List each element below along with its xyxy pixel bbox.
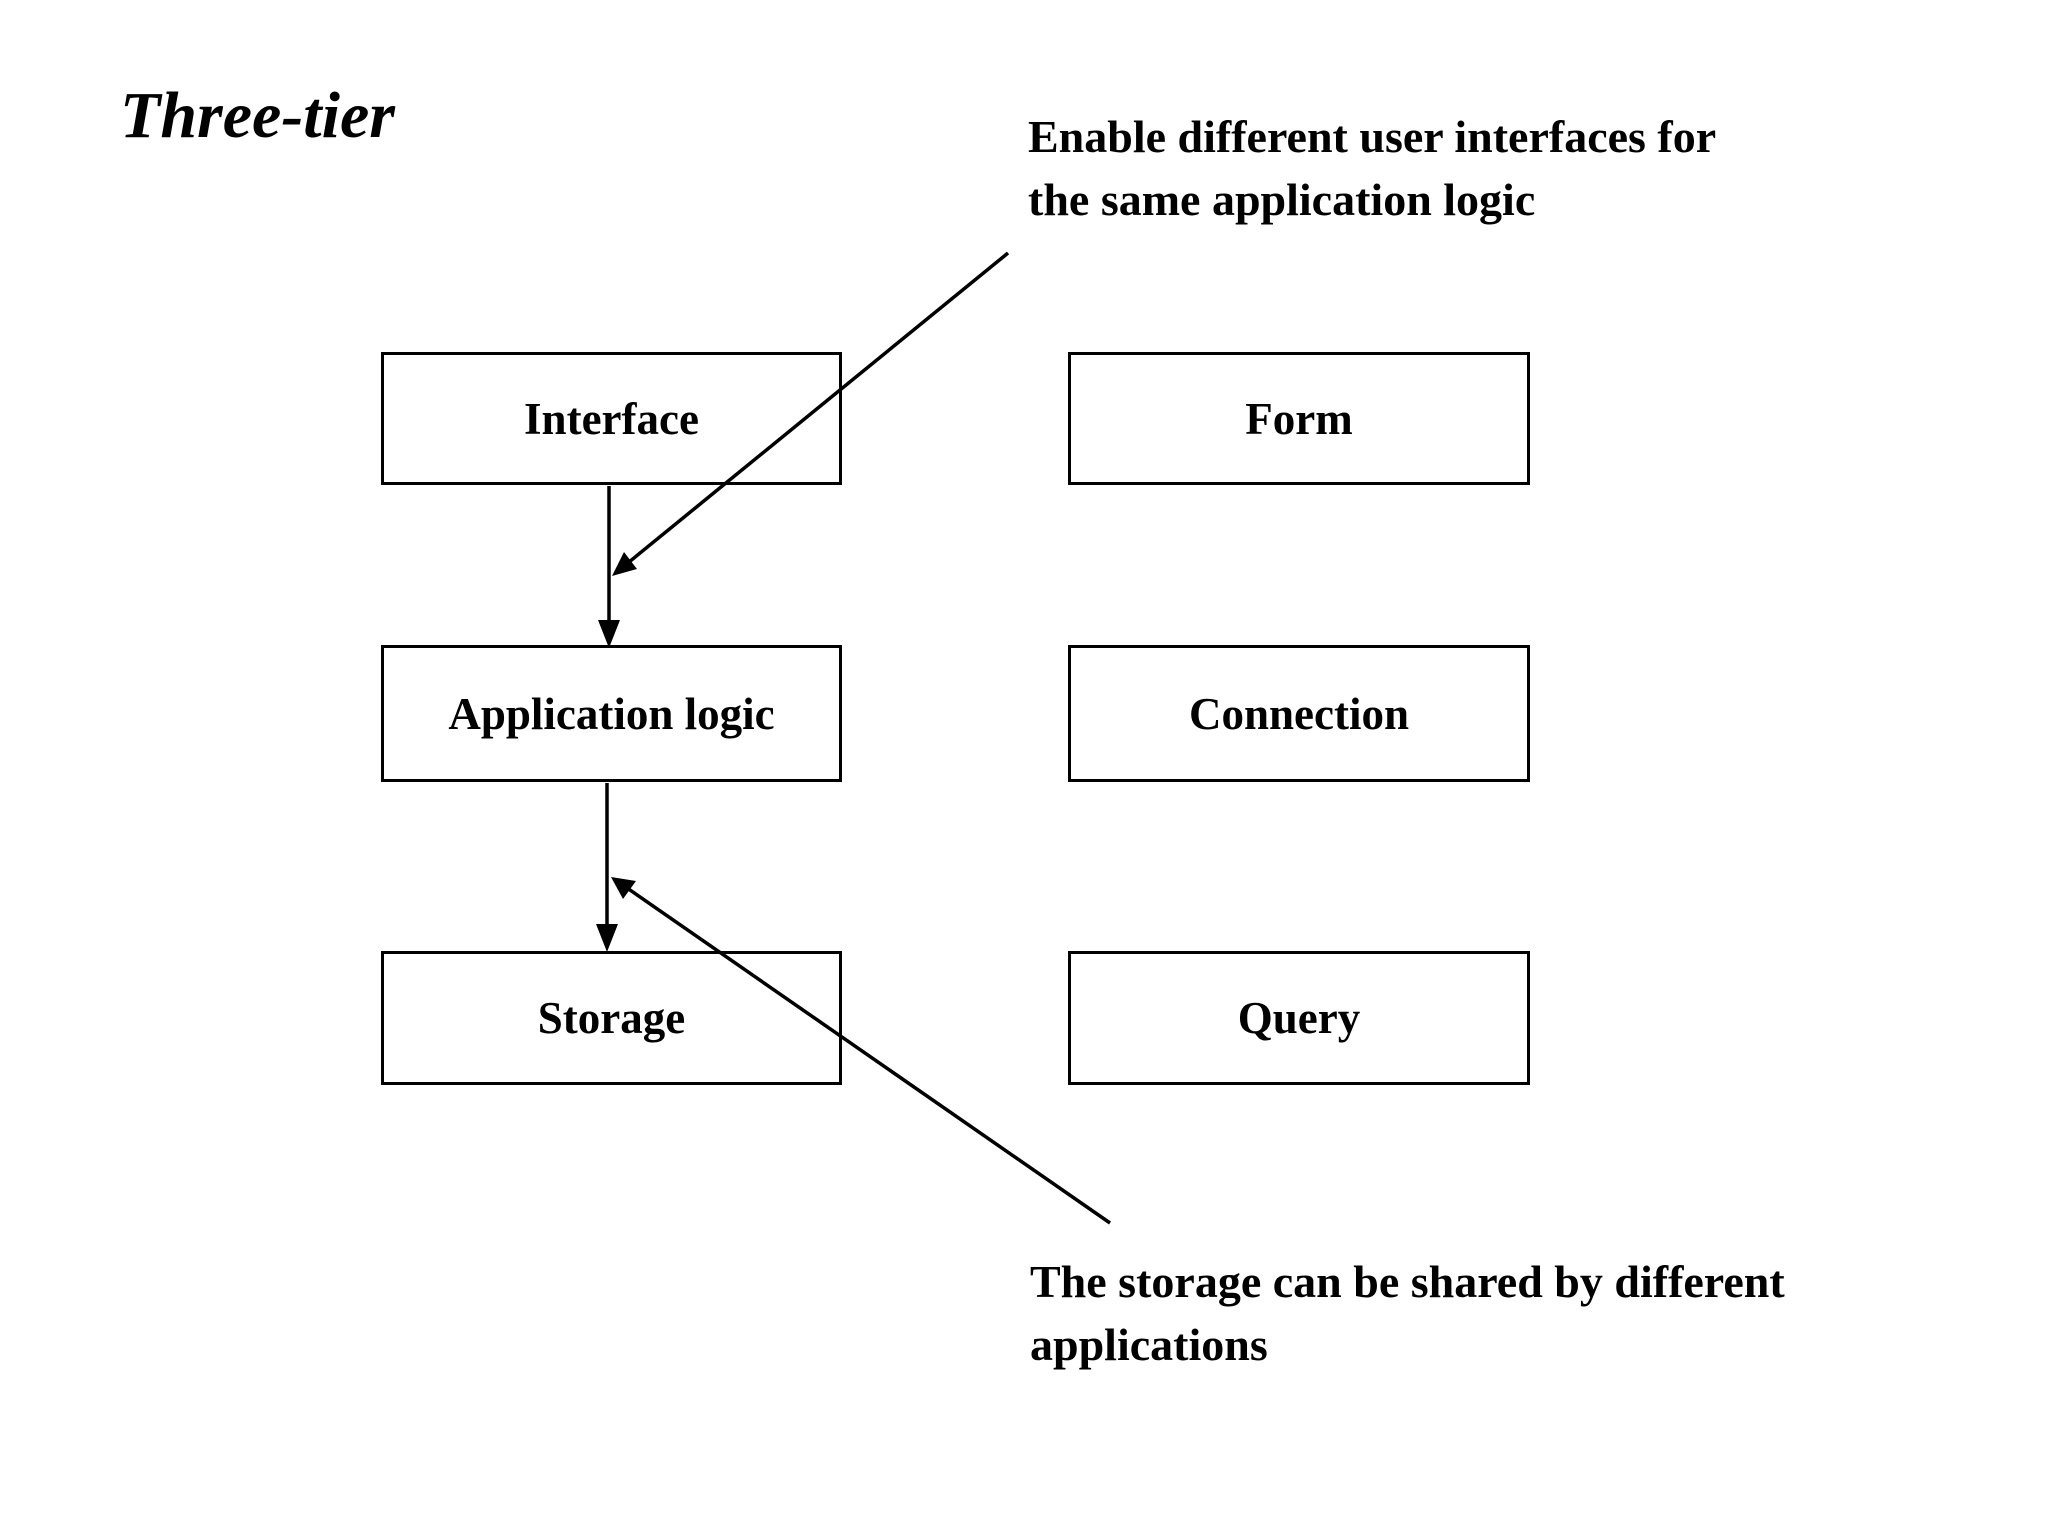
arrowhead-diagonal-icon [612,552,637,576]
box-form-label: Form [1245,393,1353,444]
box-storage: Storage [381,951,842,1085]
arrow-interface-to-application-logic [598,486,620,648]
arrow-application-logic-to-storage [596,783,618,952]
box-interface-label: Interface [524,393,699,444]
box-query-label: Query [1237,993,1361,1043]
box-connection: Connection [1068,645,1530,782]
annotation-bottom: The storage can be shared by different a… [1030,1250,1785,1376]
box-storage-label: Storage [537,993,686,1043]
arrowhead-down-icon [598,620,620,648]
box-application-logic: Application logic [381,645,842,782]
annotation-bottom-line1: The storage can be shared by different [1030,1256,1785,1307]
arrowhead-down-icon [596,924,618,952]
annotation-top: Enable different user interfaces for the… [1028,105,1716,231]
page-title: Three-tier [120,79,395,152]
box-query: Query [1068,951,1530,1085]
box-interface: Interface [381,352,842,485]
box-application-logic-label: Application logic [448,688,775,739]
annotation-top-line1: Enable different user interfaces for [1028,111,1717,162]
box-connection-label: Connection [1188,688,1409,739]
arrowhead-diagonal-icon [611,877,636,899]
box-form: Form [1068,352,1530,485]
annotation-top-line2: the same application logic [1028,174,1536,225]
annotation-bottom-line2: applications [1030,1319,1268,1370]
